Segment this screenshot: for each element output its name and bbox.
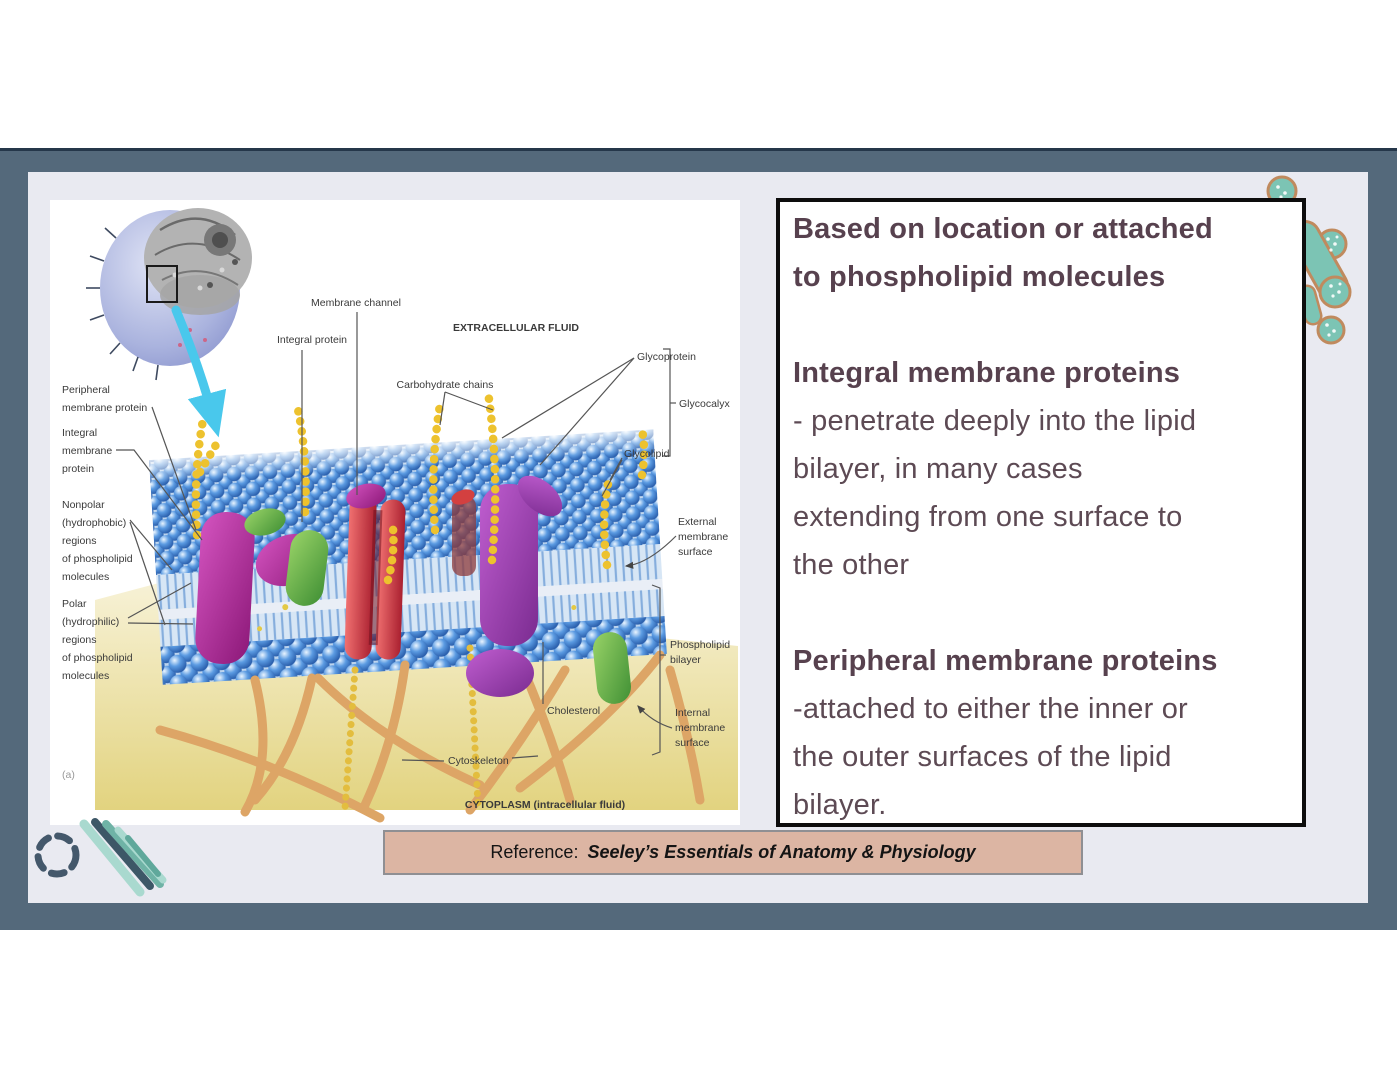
inset-zoom-square [146,265,178,303]
reference-source: Seeley’s Essentials of Anatomy & Physiol… [587,842,976,862]
protein-glycoprotein-purple [466,475,563,697]
cytoskeleton-filaments [155,650,705,823]
diagram-label: of phospholipid [62,553,133,565]
diagram-label: membrane protein [62,402,147,414]
dashed-circle-icon [34,832,80,878]
diagram-label: (hydrophobic) [62,517,126,529]
diagram-label: surface [675,737,710,749]
cell-inset [86,208,252,438]
info-line: the outer surfaces of the lipid [793,741,1172,773]
reference-bar: Reference: Seeley’s Essentials of Anatom… [383,830,1083,875]
info-text-lines: Based on location or attached to phosphol… [793,205,1290,829]
info-line: Integral membrane proteins [793,357,1181,389]
info-line: bilayer, in many cases [793,453,1083,485]
diagonal-lines-icon [79,818,167,897]
diagram-label: molecules [62,670,109,682]
diagram-label: membrane [62,445,112,457]
protein-peripheral-magenta-2 [244,508,286,536]
diagram-label: Integral protein [277,334,347,346]
diagram-label: membrane [675,722,725,734]
cell-inset-spikes [86,227,159,381]
diagram-label: membrane [678,531,728,543]
diagram-label: Glycoprotein [637,351,696,363]
protein-integral-magenta [195,511,255,665]
info-line: to phospholipid molecules [793,261,1166,293]
label-pointer-lines [116,312,677,762]
info-line: extending from one surface to [793,501,1183,533]
diagram-label: Cholesterol [547,705,600,717]
info-line: Peripheral membrane proteins [793,645,1218,677]
diagram-label: Membrane channel [311,297,401,309]
diagram-label: Nonpolar [62,499,105,511]
info-line: - penetrate deeply into the lipid [793,405,1197,437]
diagram-label: (a) [62,769,75,781]
diagram-label: Glycocalyx [679,398,731,410]
diagram-label: (hydrophilic) [62,616,119,628]
info-line: the other [793,549,910,581]
info-line: bilayer. [793,789,887,821]
diagram-label: bilayer [670,654,701,666]
protein-membrane-channel [344,493,406,660]
diagram-label: molecules [62,571,109,583]
diagram-label: Integral [62,427,97,439]
diagram-label: Glycolipid [624,448,670,460]
info-line: -attached to either the inner or [793,693,1188,725]
reference-label: Reference: [490,842,579,862]
diagram-label: External [678,516,717,528]
diagram-label: protein [62,463,94,475]
diagram-label: Cytoskeleton [448,755,509,767]
info-line [793,589,1290,637]
diagram-label: surface [678,546,713,558]
diagram-label: CYTOPLASM (intracellular fluid) [465,799,625,811]
cell-blobs-decoration [1266,175,1352,345]
diagram-label: Carbohydrate chains [397,379,494,391]
info-line [793,301,1290,349]
cell-inset-nucleus [144,208,252,315]
diagram-label: of phospholipid [62,652,133,664]
diagram-label: regions [62,535,96,547]
protein-green-capsule [285,530,329,606]
diagram-label: Internal [675,707,710,719]
diagram-label: Peripheral [62,384,110,396]
diagram-label: Phospholipid [670,639,730,651]
diagram-label: Polar [62,598,87,610]
protein-green-right [593,632,631,704]
protein-red-crescent [451,489,475,505]
cytoplasm-region [95,572,738,810]
info-text-box: Based on location or attached to phosphol… [776,198,1306,827]
corner-decoration [34,818,167,897]
protein-red-background [452,496,476,576]
diagram-label: regions [62,634,96,646]
diagram-label: EXTRACELLULAR FLUID [453,322,579,334]
info-line: Based on location or attached [793,213,1213,245]
protein-magenta-cap [346,483,386,509]
inset-zoom-arrow [171,305,227,438]
